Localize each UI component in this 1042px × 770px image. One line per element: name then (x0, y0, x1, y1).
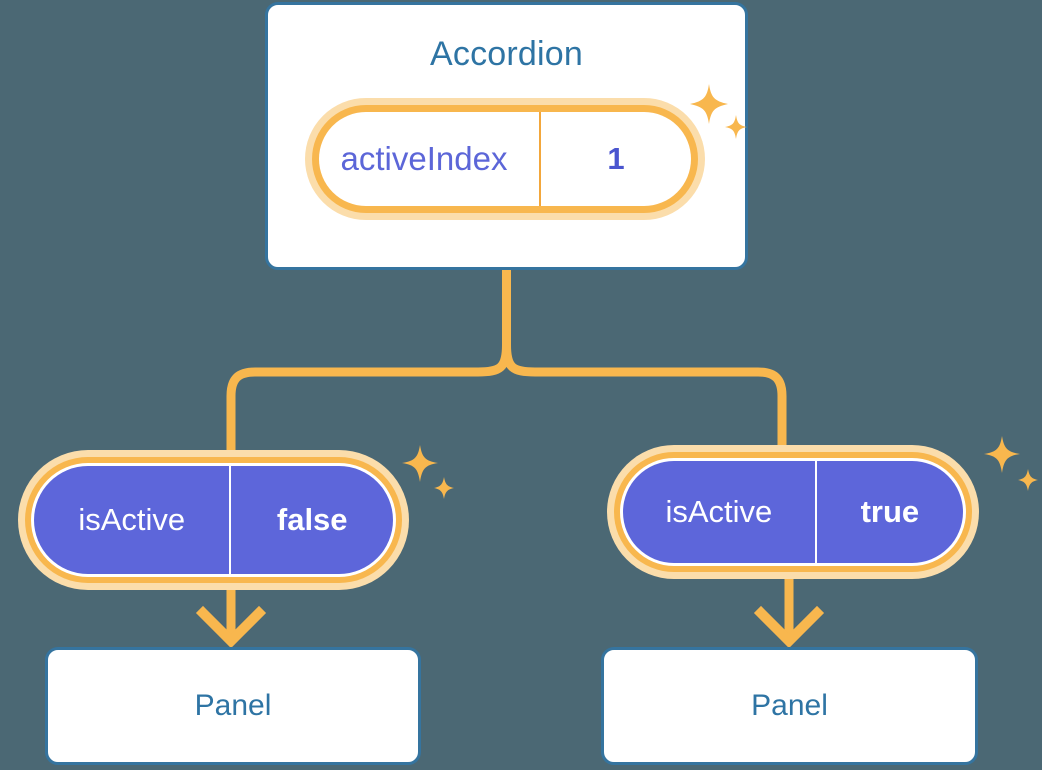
prop-pill-isactive-true[interactable]: isActive true (607, 445, 979, 579)
prop-pill-value-right: true (860, 494, 920, 529)
accordion-title: Accordion (430, 35, 583, 73)
prop-pill-ring-left: isActive false (25, 457, 402, 583)
prop-pill-body-left: isActive false (34, 466, 393, 574)
panel-component-card-left[interactable]: Panel (45, 647, 421, 765)
state-pill-key: activeIndex (319, 112, 541, 206)
prop-pill-value-left: false (276, 502, 348, 537)
panel-title-right: Panel (751, 689, 828, 722)
state-pill-body: activeIndex 1 (319, 112, 691, 206)
state-pill-activeindex[interactable]: activeIndex 1 (305, 98, 705, 220)
prop-pill-isactive-false[interactable]: isActive false (18, 450, 409, 590)
prop-pill-key-right: isActive (623, 461, 817, 563)
arrow-down-left (195, 588, 267, 649)
panel-component-card-right[interactable]: Panel (601, 647, 978, 765)
prop-pill-inset-right: isActive true (620, 458, 966, 566)
prop-pill-ring-right: isActive true (614, 452, 972, 572)
prop-pill-inset-left: isActive false (31, 463, 396, 577)
prop-pill-key-left: isActive (34, 466, 232, 574)
panel-title-left: Panel (194, 689, 272, 722)
branch-line-left (226, 340, 511, 457)
prop-pill-body-right: isActive true (623, 461, 963, 563)
branch-line-right (502, 340, 787, 455)
state-pill-ring: activeIndex 1 (312, 105, 698, 213)
state-pill-value: 1 (607, 141, 625, 176)
arrow-down-right (753, 578, 825, 649)
